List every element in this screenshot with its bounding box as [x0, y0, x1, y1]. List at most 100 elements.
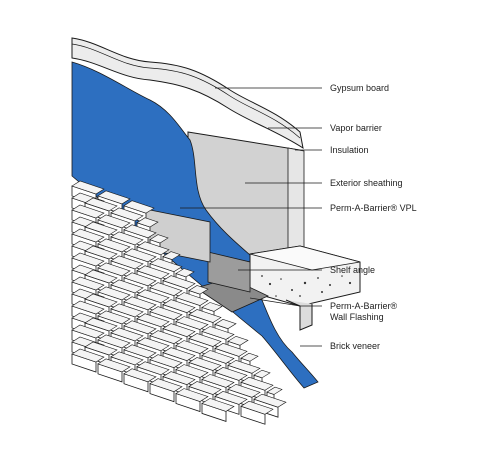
brick-top — [175, 364, 209, 378]
brick-top — [149, 378, 183, 393]
brick-top — [71, 276, 105, 291]
brick-top — [110, 255, 144, 270]
brick-top — [253, 369, 271, 379]
brick-top — [71, 228, 105, 243]
brick-top — [136, 265, 170, 280]
brick-top — [123, 224, 157, 239]
label-shelf-angle: Shelf angle — [330, 265, 375, 275]
brick-top — [97, 358, 131, 373]
brick-top — [162, 347, 196, 361]
brick-top — [214, 319, 237, 330]
brick-top — [162, 371, 196, 385]
shelf-angle-slab-top — [249, 245, 361, 271]
brick-top — [201, 326, 235, 340]
brick-top — [175, 268, 195, 278]
brick-top — [266, 386, 283, 395]
brick-top — [227, 335, 249, 346]
concrete-speckles — [261, 275, 352, 297]
brick-top — [214, 343, 248, 357]
brick-top — [201, 350, 235, 364]
brick-top — [84, 221, 118, 236]
brick-top — [188, 309, 222, 323]
brick-top — [97, 238, 131, 253]
brick-top — [110, 207, 144, 222]
brick-top — [84, 245, 118, 260]
label-exterior-sheathing: Exterior sheathing — [330, 178, 403, 188]
brick-top — [71, 204, 105, 219]
brick-top — [162, 323, 196, 337]
brick-top — [227, 359, 261, 374]
brick-top — [188, 357, 222, 371]
brick-top — [149, 306, 183, 321]
brick-top — [188, 381, 222, 395]
brick-top — [175, 340, 209, 354]
brick-top — [201, 374, 235, 388]
label-brick-veneer: Brick veneer — [330, 341, 380, 351]
label-wall-flashing-line1: Perm-A-Barrier® — [330, 301, 398, 311]
brick-top — [97, 286, 131, 301]
brick-top — [123, 320, 157, 335]
brick-top — [227, 383, 261, 398]
brick-top — [175, 316, 209, 330]
label-gypsum-board: Gypsum board — [330, 83, 389, 93]
brick-top — [123, 272, 157, 287]
brick-top — [149, 354, 183, 369]
brick-top — [175, 292, 209, 306]
brick-top — [84, 269, 118, 284]
label-wall-flashing-line2: Wall Flashing — [330, 312, 384, 322]
brick-top — [149, 330, 183, 345]
brick-top — [110, 279, 144, 294]
brick-top — [84, 317, 118, 332]
brick-top — [136, 313, 170, 328]
brick-top — [110, 303, 144, 318]
brick-top — [214, 367, 248, 381]
flashing-upturn — [207, 251, 251, 293]
brick-top — [149, 282, 183, 297]
brick-top — [97, 310, 131, 325]
brick-top — [253, 393, 287, 408]
brick-top — [240, 400, 274, 415]
brick-top — [71, 180, 105, 195]
brick-top — [136, 289, 170, 304]
brick-top — [71, 300, 105, 315]
label-insulation: Insulation — [330, 145, 369, 155]
brick-top — [240, 352, 259, 362]
brick-top — [175, 388, 209, 402]
brick-top — [136, 241, 170, 256]
brick-top — [162, 251, 181, 260]
steel-angle — [285, 299, 313, 331]
brick-top — [97, 334, 131, 349]
brick-top — [136, 337, 170, 352]
brick-top — [110, 327, 144, 342]
brick-top — [110, 231, 144, 246]
gypsum-board-layer — [71, 37, 304, 150]
brick-top — [149, 258, 183, 273]
brick-top — [123, 368, 157, 383]
brick-top — [123, 248, 157, 263]
brick-top — [149, 234, 169, 244]
brick-top — [201, 398, 235, 412]
leader-lines — [180, 87, 322, 347]
brick-top — [214, 391, 248, 405]
gypsum-board-top-edge — [71, 43, 301, 139]
label-vpl: Perm-A-Barrier® VPL — [330, 203, 417, 213]
brick-top — [97, 214, 131, 229]
brick-top — [123, 200, 155, 214]
brick-top — [240, 376, 274, 391]
brick-veneer — [71, 180, 287, 425]
brick-top — [188, 285, 209, 295]
brick-top — [136, 217, 159, 228]
brick-top — [136, 361, 170, 376]
label-vapor-barrier: Vapor barrier — [330, 123, 382, 133]
brick-top — [123, 296, 157, 311]
brick-top — [162, 299, 196, 313]
brick-top — [84, 293, 118, 308]
brick-top — [97, 262, 131, 277]
brick-top — [110, 351, 144, 366]
brick-top — [84, 197, 118, 212]
brick-top — [123, 344, 157, 359]
brick-top — [162, 275, 196, 289]
brick-top — [71, 324, 105, 339]
